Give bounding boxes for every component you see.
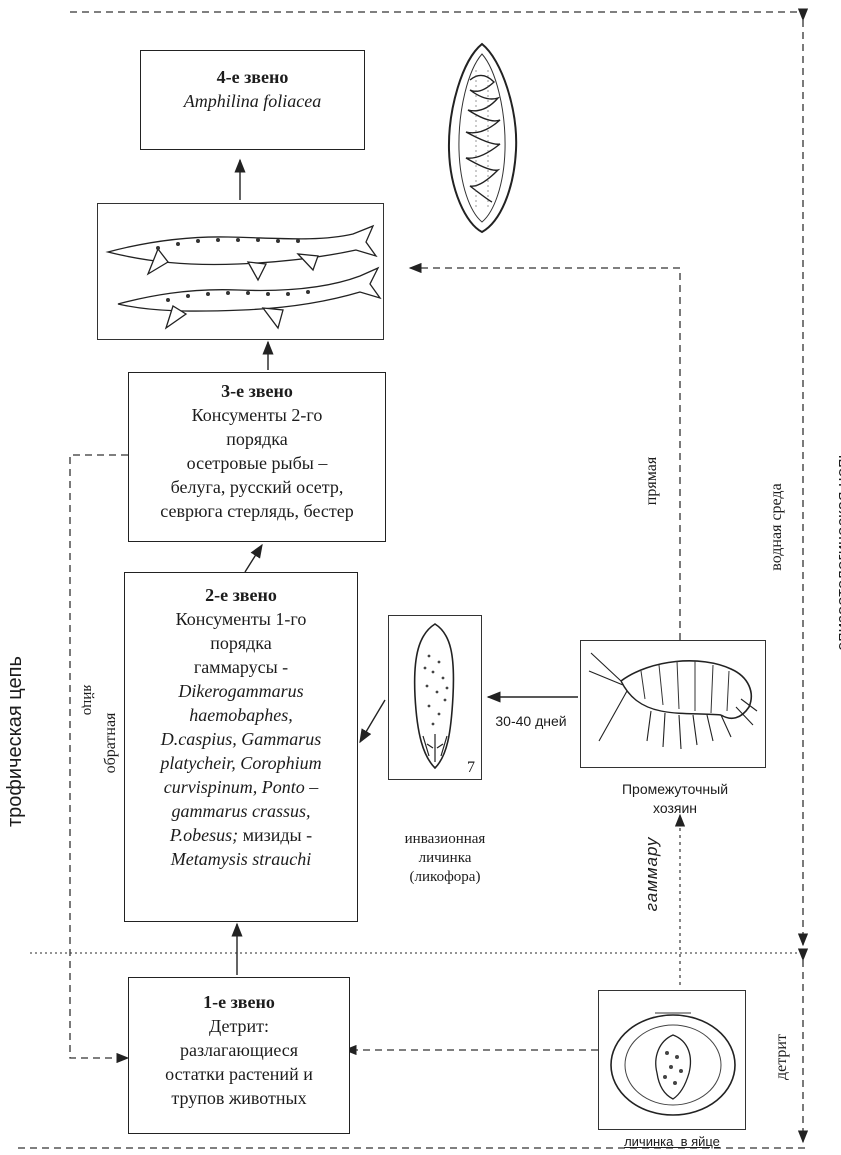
invasive-larva-line: личинка bbox=[380, 849, 510, 868]
invasive-larva-line: (ликофора) bbox=[380, 868, 510, 887]
amphilina-illustration bbox=[440, 40, 525, 235]
gammaru-label: гаммару bbox=[640, 829, 664, 919]
invasive-larva-label: инвазионная личинка (ликофора) bbox=[380, 830, 510, 887]
arrow-larva-to-l2 bbox=[360, 700, 385, 742]
link-1-line: трупов животных bbox=[129, 1086, 349, 1110]
link-2-heading: 2-е звено bbox=[125, 583, 357, 607]
larva-picture: 7 bbox=[388, 615, 482, 780]
link-1-line: разлагающиеся bbox=[129, 1038, 349, 1062]
egg-icon bbox=[599, 991, 745, 1129]
link-2-line: гаммарусы - bbox=[125, 655, 357, 679]
trophic-chain-label: трофическая цепь bbox=[0, 667, 30, 827]
figure-number: 7 bbox=[467, 759, 475, 777]
link-4-box: 4-е звено Amphilina foliacea bbox=[140, 50, 365, 150]
link-2-species: D.caspius, Gammarus bbox=[125, 727, 357, 751]
link-2-mixed-species: P.obesus; bbox=[170, 825, 238, 845]
intermediate-host-label: Промежуточный хозяин bbox=[600, 780, 750, 818]
link-1-box: 1-е звено Детрит: разлагающиеся остатки … bbox=[128, 977, 350, 1134]
egg-label: яйцо bbox=[78, 680, 98, 720]
detritus-label: детрит bbox=[771, 1022, 793, 1092]
larva-icon bbox=[389, 616, 481, 779]
link-3-line: севрюга стерлядь, бестер bbox=[129, 499, 385, 523]
link-3-box: 3-е звено Консументы 2-го порядка осетро… bbox=[128, 372, 386, 542]
arrow-l2-to-l3 bbox=[245, 545, 262, 572]
link-3-line: порядка bbox=[129, 427, 385, 451]
link-2-mixed-text: мизиды - bbox=[238, 825, 312, 845]
link-2-line: Консументы 1-го bbox=[125, 607, 357, 631]
sturgeon-picture bbox=[97, 203, 384, 340]
direct-path-line bbox=[410, 268, 680, 640]
sturgeon-icon bbox=[98, 204, 383, 339]
link-2-species: haemobaphes, bbox=[125, 703, 357, 727]
link-3-line: осетровые рыбы – bbox=[129, 451, 385, 475]
link-2-mixed-line: P.obesus; мизиды - bbox=[125, 823, 357, 847]
water-env-label: водная среда bbox=[766, 472, 788, 582]
link-2-box: 2-е звено Консументы 1-го порядка гаммар… bbox=[124, 572, 358, 922]
gammarus-picture bbox=[580, 640, 766, 768]
link-3-line: Консументы 2-го bbox=[129, 403, 385, 427]
intermediate-host-line: Промежуточный bbox=[600, 780, 750, 799]
invasive-larva-line: инвазионная bbox=[380, 830, 510, 849]
link-2-species: platycheir, Corophium bbox=[125, 751, 357, 775]
link-3-heading: 3-е звено bbox=[129, 379, 385, 403]
link-2-species: Dikerogammarus bbox=[125, 679, 357, 703]
link-4-heading: 4-е звено bbox=[141, 65, 364, 89]
link-2-line: порядка bbox=[125, 631, 357, 655]
link-2-species: gammarus crassus, bbox=[125, 799, 357, 823]
reverse-label: обратная bbox=[100, 698, 122, 788]
epizootic-chain-label: эпизоотологическая цепь bbox=[830, 435, 841, 665]
larva-in-egg-label: личинка в яйце bbox=[592, 1134, 752, 1149]
link-1-line: остатки растений и bbox=[129, 1062, 349, 1086]
gammarus-icon bbox=[581, 641, 765, 767]
link-3-line: белуга, русский осетр, bbox=[129, 475, 385, 499]
link-1-heading: 1-е звено bbox=[129, 990, 349, 1014]
direct-label: прямая bbox=[641, 446, 663, 516]
intermediate-host-line: хозяин bbox=[600, 799, 750, 818]
egg-picture bbox=[598, 990, 746, 1130]
link-1-line: Детрит: bbox=[129, 1014, 349, 1038]
link-4-species: Amphilina foliacea bbox=[184, 91, 321, 111]
link-2-last-species: Metamysis strauchi bbox=[125, 847, 357, 871]
link-2-species: curvispinum, Ponto – bbox=[125, 775, 357, 799]
days-label: 30-40 дней bbox=[486, 712, 576, 731]
